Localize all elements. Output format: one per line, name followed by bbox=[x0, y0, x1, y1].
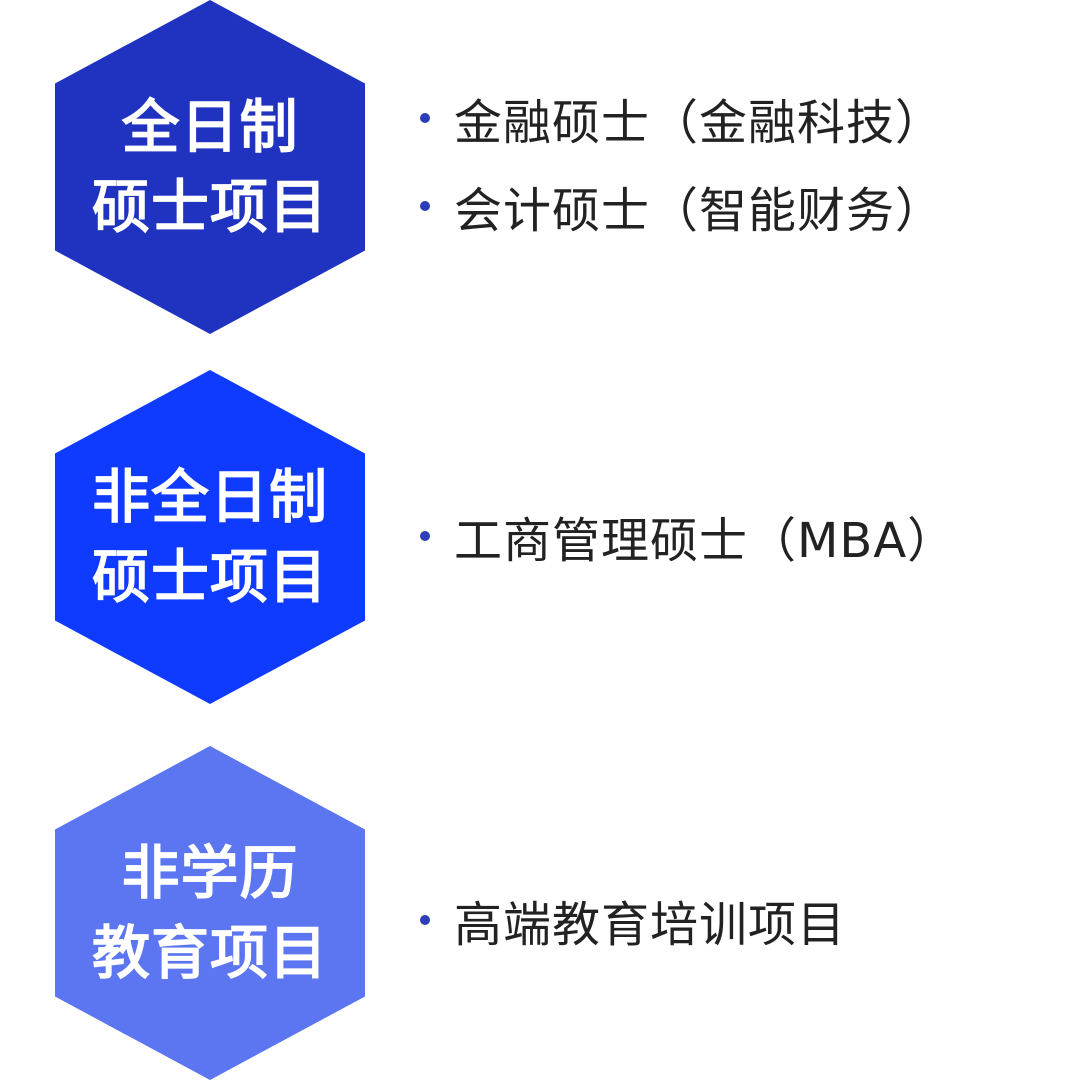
bullet-dot-icon bbox=[420, 915, 430, 925]
list-item-text: 工商管理硕士（MBA） bbox=[454, 513, 957, 569]
list-item: 金融硕士（金融科技） bbox=[420, 78, 944, 158]
hexagon-title-line: 教育项目 bbox=[91, 919, 328, 987]
program-list: 高端教育培训项目 bbox=[420, 746, 1070, 1082]
list-item-text: 高端教育培训项目 bbox=[454, 897, 847, 953]
program-block-part-time: 非全日制 硕士项目 工商管理硕士（MBA） bbox=[0, 370, 1080, 706]
list-item-text: 金融硕士（金融科技） bbox=[454, 95, 945, 151]
bullet-dot-icon bbox=[420, 201, 430, 211]
hexagon-title-line: 硕士项目 bbox=[91, 543, 328, 611]
bullet-dot-icon bbox=[420, 531, 430, 541]
list-item: 工商管理硕士（MBA） bbox=[420, 496, 956, 576]
list-item-text: 会计硕士（智能财务） bbox=[454, 183, 945, 239]
program-list: 工商管理硕士（MBA） bbox=[420, 370, 1070, 706]
bullet-dot-icon bbox=[420, 113, 430, 123]
program-list: 金融硕士（金融科技） 会计硕士（智能财务） bbox=[420, 0, 1070, 336]
hexagon-title-line: 硕士项目 bbox=[91, 173, 328, 241]
list-item: 会计硕士（智能财务） bbox=[420, 166, 944, 246]
hexagon-title-line: 非学历 bbox=[121, 839, 299, 907]
program-block-full-time: 全日制 硕士项目 金融硕士（金融科技） 会计硕士（智能财务） bbox=[0, 0, 1080, 336]
hexagon-title-line: 全日制 bbox=[121, 93, 299, 161]
hexagon-title-line: 非全日制 bbox=[91, 463, 328, 531]
hexagon-part-time: 非全日制 硕士项目 bbox=[55, 370, 365, 704]
list-item: 高端教育培训项目 bbox=[420, 880, 846, 960]
program-block-non-degree: 非学历 教育项目 高端教育培训项目 bbox=[0, 746, 1080, 1082]
hexagon-full-time: 全日制 硕士项目 bbox=[55, 0, 365, 334]
hexagon-non-degree: 非学历 教育项目 bbox=[55, 746, 365, 1080]
